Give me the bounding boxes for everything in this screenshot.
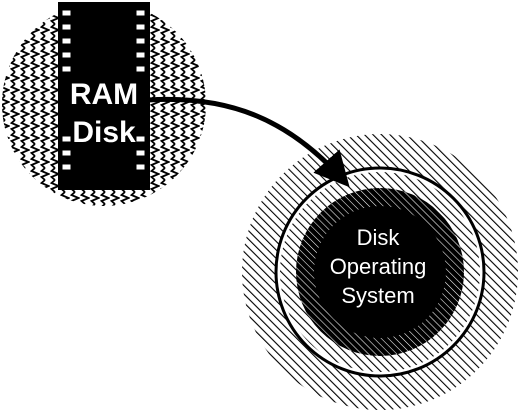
- ram-disk-label-line2: Disk: [72, 116, 136, 149]
- transfer-arrow: [145, 96, 350, 188]
- disk: Disk Operating System: [242, 134, 518, 410]
- disk-os-label-line3: System: [341, 283, 414, 308]
- disk-os-label-line1: Disk: [357, 225, 401, 250]
- disk-os-label-line2: Operating: [330, 254, 427, 279]
- ram-disk-label-line1: RAM: [70, 78, 138, 111]
- disk-core: [314, 206, 446, 338]
- ram-disk: RAM Disk: [2, 2, 206, 206]
- chip-pins-right: [135, 9, 146, 171]
- memory-chip-icon: [58, 2, 150, 190]
- chip-pins-left: [61, 9, 72, 171]
